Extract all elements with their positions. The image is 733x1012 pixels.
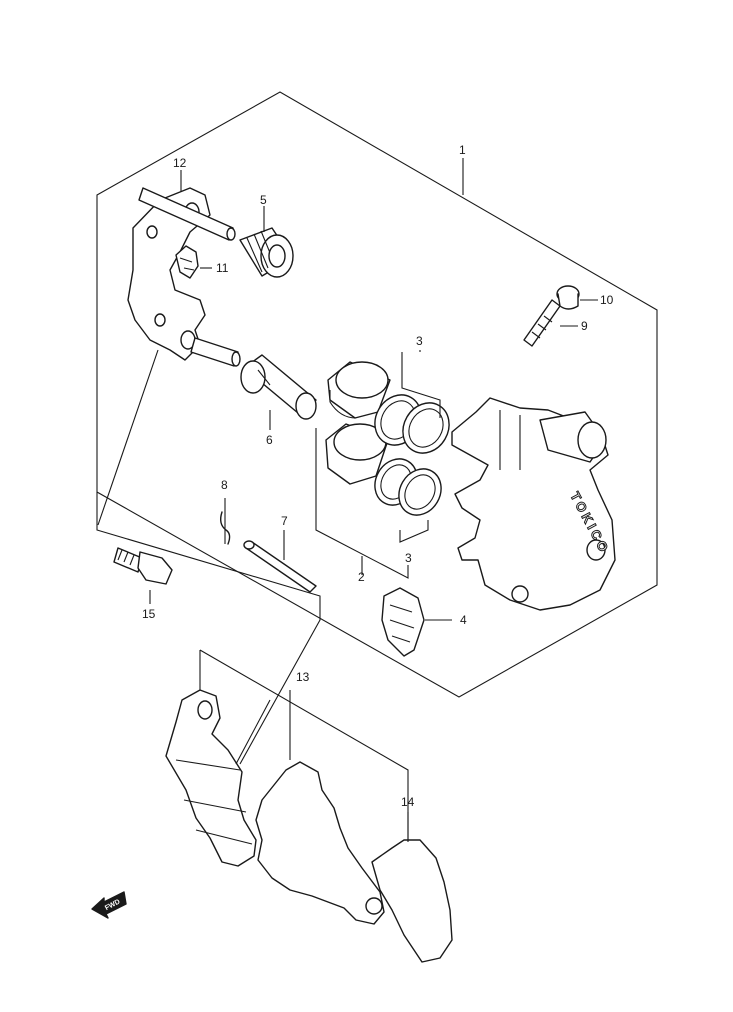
callout-1: 1 [459, 143, 466, 157]
bracket-pin-lower [190, 337, 241, 367]
rubber-boot [239, 227, 294, 278]
forward-direction-arrow: FWD [91, 891, 127, 919]
caliper-body [451, 397, 616, 611]
callout-12: 12 [173, 156, 187, 170]
pad-spring-clip [175, 245, 199, 279]
sleeve-pin [240, 354, 317, 420]
callout-3-lower: 3 [405, 551, 412, 565]
callout-6: 6 [266, 433, 273, 447]
piston-lower [325, 423, 389, 485]
caliper-bracket [127, 187, 211, 361]
brake-pad-center [255, 761, 385, 925]
mounting-bolt [113, 547, 173, 585]
bracket-pin-upper [138, 187, 236, 241]
piston-seal-upper-b [402, 402, 450, 454]
pin-clip [219, 511, 231, 545]
leader-lines [96, 158, 598, 842]
bleeder-cap [556, 285, 580, 310]
callout-5: 5 [260, 193, 267, 207]
callout-2: 2 [358, 570, 365, 584]
bleeder-valve [523, 299, 561, 347]
callout-14: 14 [401, 795, 415, 809]
callout-9: 9 [581, 319, 588, 333]
callout-10: 10 [600, 293, 614, 307]
callout-3-upper: 3 [416, 334, 423, 348]
callout-11: 11 [216, 261, 229, 275]
pad-pin [243, 540, 317, 593]
callout-8: 8 [221, 478, 228, 492]
callout-13: 13 [296, 670, 310, 684]
callout-4: 4 [460, 613, 467, 627]
callout-7: 7 [281, 514, 288, 528]
callout-15: 15 [142, 607, 156, 621]
piston-seal-lower-b [398, 468, 442, 516]
pad-retainer-spring [381, 587, 425, 657]
brake-pad-left [165, 689, 257, 867]
brake-pad-right [371, 839, 453, 963]
